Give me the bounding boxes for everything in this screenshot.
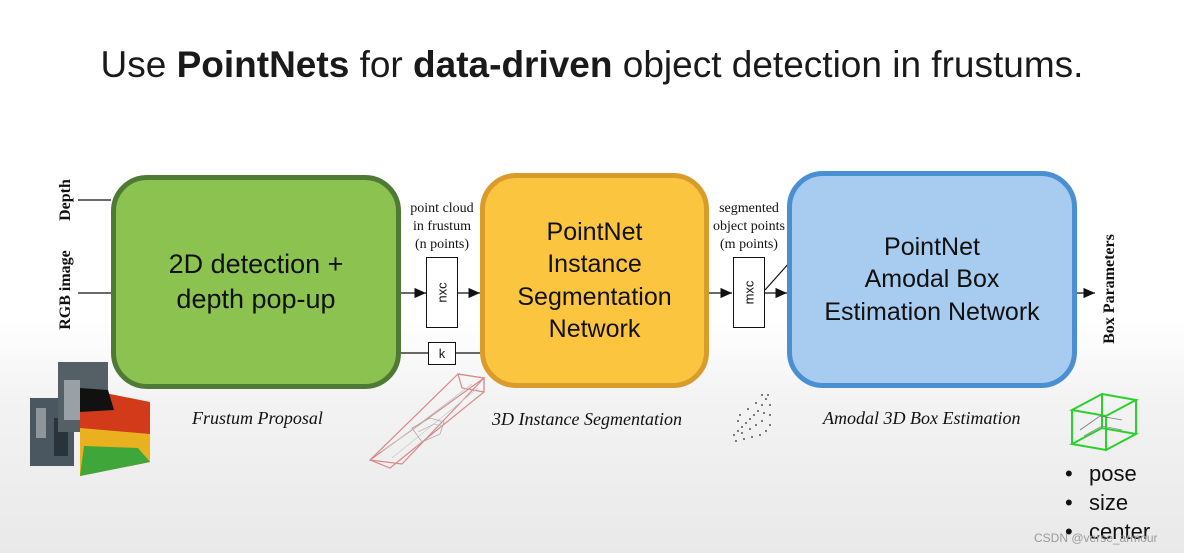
frustum-point-cloud-note: point cloud in frustum (n points) bbox=[403, 200, 481, 255]
segmentation-line-2: Instance bbox=[547, 250, 642, 278]
rgb-image-label: RGB image bbox=[56, 250, 74, 330]
segmentation-line-4: Network bbox=[548, 315, 641, 343]
estimation-line-3: Estimation Network bbox=[824, 297, 1040, 326]
estimation-line-2: Amodal Box bbox=[864, 265, 1000, 294]
frustum-note-line-2: in frustum bbox=[413, 219, 471, 235]
frustum-illustration-icon bbox=[368, 373, 486, 469]
mxc-label: mxc bbox=[741, 280, 757, 305]
segmentation-line-3: Segmentation bbox=[517, 282, 672, 311]
bullet-size-text: size bbox=[1089, 490, 1129, 515]
rgb-depth-image-stack-icon bbox=[30, 362, 150, 476]
segmented-note-line-2: object points bbox=[713, 219, 785, 235]
title-bold-data-driven: data-driven bbox=[413, 44, 613, 85]
stage-frustum-proposal: Frustum Proposal bbox=[192, 408, 323, 428]
stage-amodal-box-estimation: Amodal 3D Box Estimation bbox=[823, 408, 1021, 428]
estimation-line-1: PointNet bbox=[884, 232, 980, 261]
output-bullet-list: • pose • size • center bbox=[1065, 459, 1150, 546]
nxc-tensor-box: nxc bbox=[426, 257, 458, 328]
segmented-note-line-3: (m points) bbox=[720, 237, 778, 253]
mxc-tensor-box: mxc bbox=[733, 257, 765, 328]
frustum-note-line-3: (n points) bbox=[414, 237, 470, 253]
segmented-note-line-1: segmented bbox=[719, 201, 779, 216]
bullet-pose-text: pose bbox=[1089, 461, 1137, 486]
box-parameters-label: Box Parameters bbox=[1100, 234, 1118, 344]
csdn-watermark: CSDN @verse_armour bbox=[1034, 531, 1158, 545]
detection-line-2: depth pop-up bbox=[176, 284, 336, 314]
depth-label-wrap: Depth bbox=[36, 179, 96, 221]
k-label: k bbox=[438, 346, 446, 361]
frustum-note-line-1: point cloud bbox=[410, 201, 474, 216]
bullet-item-pose: • pose bbox=[1065, 459, 1150, 488]
detection-block: 2D detection + depth pop-up bbox=[111, 175, 401, 389]
bullet-item-size: • size bbox=[1065, 488, 1150, 517]
segmented-points-note: segmented object points (m points) bbox=[708, 200, 790, 255]
stage-instance-segmentation: 3D Instance Segmentation bbox=[492, 409, 682, 429]
title-bold-pointnets: PointNets bbox=[176, 44, 350, 85]
nxc-label: nxc bbox=[434, 282, 450, 303]
slide-title: Use PointNets for data-driven object det… bbox=[100, 44, 1084, 85]
depth-label: Depth bbox=[57, 179, 74, 221]
rgb-label-wrap: RGB image bbox=[16, 250, 116, 330]
segmented-points-illustration-icon bbox=[733, 394, 771, 442]
detection-line-1: 2D detection + bbox=[168, 248, 344, 279]
k-tensor-box: k bbox=[428, 342, 456, 365]
box-parameters-label-wrap: Box Parameters bbox=[1050, 234, 1170, 344]
bullet-dot-icon: • bbox=[1065, 519, 1073, 544]
bullet-dot-icon: • bbox=[1065, 461, 1073, 486]
bullet-dot-icon: • bbox=[1065, 490, 1073, 515]
bullet-center-text: center bbox=[1089, 519, 1151, 544]
mxc-diagonal-line bbox=[764, 261, 791, 291]
3d-box-illustration-icon bbox=[1068, 392, 1140, 452]
bullet-item-center: • center bbox=[1065, 517, 1150, 546]
segmentation-line-1: PointNet bbox=[546, 217, 643, 246]
